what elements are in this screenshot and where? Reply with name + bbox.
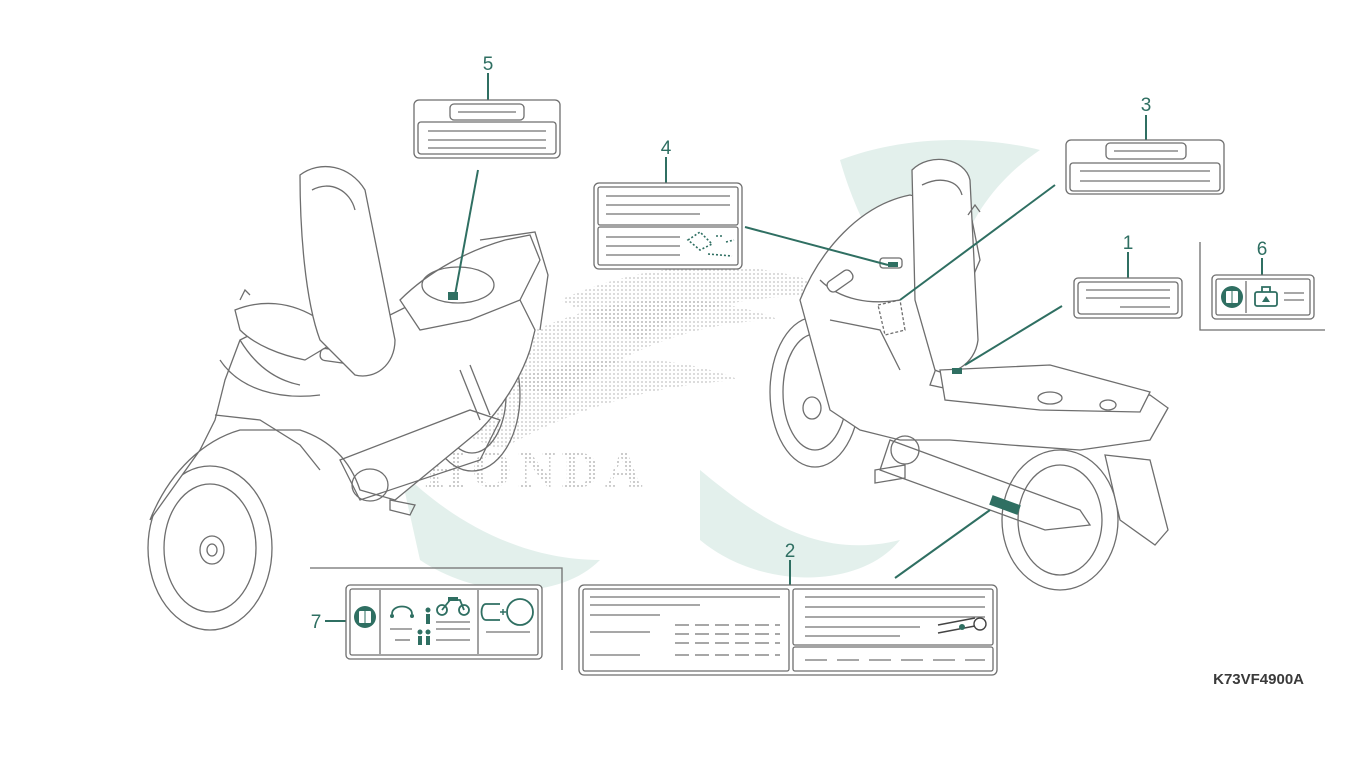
rider-icon <box>425 607 431 624</box>
battery-icon <box>480 598 534 626</box>
manual-book-icon <box>1221 286 1243 308</box>
callout-number: 2 <box>785 541 796 562</box>
label-1 <box>1073 277 1183 319</box>
callout-leaders <box>310 73 1325 670</box>
chain-icon <box>937 617 987 634</box>
label-7 <box>345 584 543 660</box>
callout-number: 4 <box>661 138 672 159</box>
label-6 <box>1211 274 1315 320</box>
callout-number: 1 <box>1123 233 1134 254</box>
motorcycle-left-view <box>147 165 549 631</box>
brand-watermark-text: HONDA <box>425 442 649 499</box>
helmet-icon <box>390 605 414 618</box>
callout-number: 3 <box>1141 95 1152 116</box>
label-3 <box>1065 139 1225 195</box>
label-5 <box>413 99 561 159</box>
manual-book-icon <box>354 606 376 628</box>
callout-number: 7 <box>311 612 322 633</box>
part-code-label: K73VF4900A <box>1213 671 1304 688</box>
callout-number: 5 <box>483 54 494 75</box>
callout-number: 6 <box>1257 239 1268 260</box>
label-2 <box>578 584 998 676</box>
tool-icon <box>1254 286 1278 307</box>
label-4 <box>593 182 743 270</box>
passenger-icon <box>417 629 431 645</box>
motorcycle-icon <box>436 597 470 616</box>
